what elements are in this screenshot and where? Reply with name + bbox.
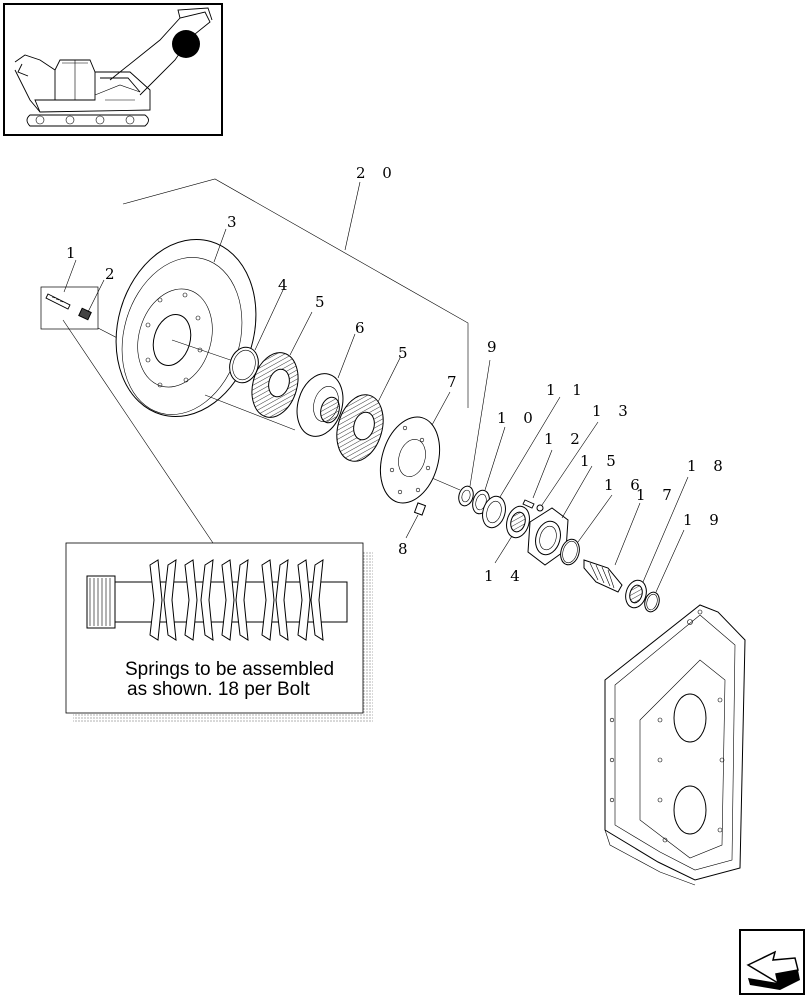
callout-3: 3: [227, 213, 243, 231]
bearing-11: [482, 396, 561, 529]
callout-5a: 5: [315, 293, 331, 311]
detail-note-line2: as shown. 18 per Bolt: [127, 679, 310, 700]
callout-17: 1 7: [636, 486, 678, 504]
spring-stack: [149, 559, 324, 641]
next-page-arrow-icon[interactable]: [739, 929, 805, 995]
callout-15: 1 5: [580, 452, 622, 470]
detail-note-line1: Springs to be assembled: [125, 659, 334, 680]
bearing-18: [625, 476, 689, 609]
flywheel-3: [115, 228, 257, 418]
gearbox-housing: [604, 604, 746, 886]
callout-6: 6: [355, 319, 371, 337]
harvester-locator-icon: [3, 3, 223, 136]
callout-16: 1 6: [604, 476, 646, 494]
friction-disc-5a: [251, 311, 313, 418]
pressure-plate-7: [379, 391, 451, 504]
callout-8: 8: [398, 540, 414, 558]
bearing-14: [494, 505, 530, 564]
bearing-housing-15: [527, 465, 593, 566]
snap-ring-16: [560, 494, 613, 566]
callout-19: 1 9: [683, 511, 725, 529]
callout-14: 1 4: [484, 567, 526, 585]
callout-10: 1 0: [497, 409, 539, 427]
callout-9: 9: [487, 338, 503, 356]
splined-shaft-17: [583, 502, 641, 593]
callout-12: 1 2: [544, 430, 586, 448]
bolt-12: [522, 449, 553, 509]
spring-detail-box: Springs to be assembled as shown. 18 per…: [65, 542, 373, 722]
callout-20: 2 0: [356, 164, 398, 182]
callout-18: 1 8: [687, 457, 729, 475]
snap-ring-4: [229, 289, 284, 384]
callout-5b: 5: [398, 344, 414, 362]
snap-ring-19: [644, 529, 685, 613]
friction-disc-5b: [336, 357, 401, 462]
washer-9: [458, 359, 491, 507]
callout-4: 4: [278, 276, 294, 294]
bolt-8: [405, 502, 427, 539]
clutch-hub-6: [296, 333, 356, 437]
callout-11: 1 1: [546, 381, 588, 399]
callout-7: 7: [447, 373, 463, 391]
assembly-bracket-20: [122, 178, 469, 408]
callout-1: 1: [66, 244, 82, 262]
bolt-13: [536, 421, 599, 512]
callout-13: 1 3: [592, 402, 634, 420]
callout-2: 2: [105, 265, 121, 283]
